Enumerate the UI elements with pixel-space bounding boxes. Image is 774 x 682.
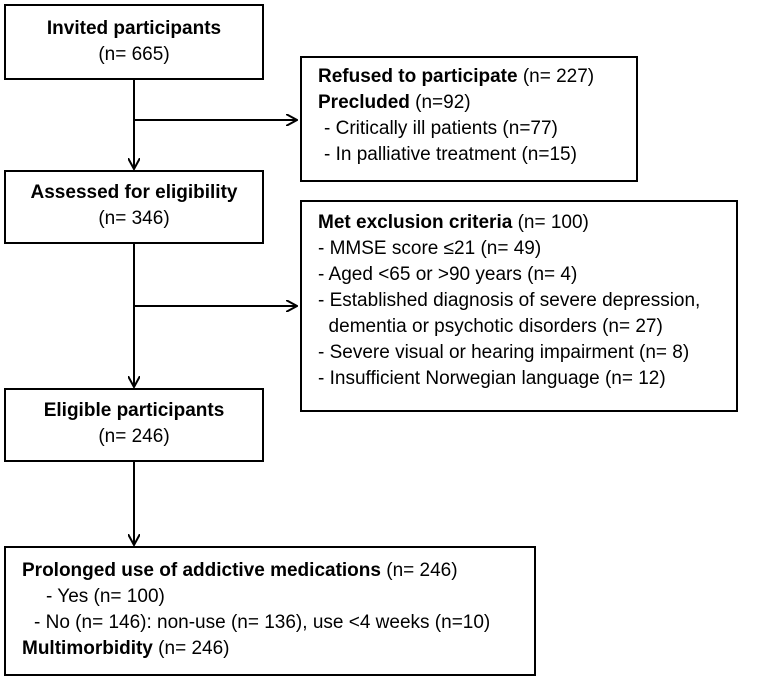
exclusion-item: - MMSE score ≤21 (n= 49) (318, 238, 542, 259)
exclusion-count: (n= 100) (512, 212, 589, 233)
refused-line: Refused to participate (n= 227) (318, 64, 636, 90)
exclusion-label: Met exclusion criteria (318, 212, 513, 233)
precluded-count: (n=92) (409, 92, 471, 113)
assessed-eligibility-box: Assessed for eligibility (n= 346) (4, 170, 264, 244)
eligible-participants-box: Eligible participants (n= 246) (4, 388, 264, 462)
prolonged-count: (n= 246) (380, 560, 458, 581)
prolonged-item: - No (n= 146): non-use (n= 136), use <4 … (34, 612, 491, 633)
invited-count: (n= 665) (98, 44, 170, 65)
refused-precluded-box: Refused to participate (n= 227) Preclude… (300, 56, 638, 182)
assessed-count: (n= 346) (98, 208, 170, 229)
multimorbidity-line: Multimorbidity (n= 246) (22, 636, 534, 662)
invited-title: Invited participants (46, 18, 222, 39)
eligible-count: (n= 246) (98, 426, 170, 447)
exclusion-criteria-box: Met exclusion criteria (n= 100) - MMSE s… (300, 200, 738, 412)
precluded-item: - Critically ill patients (n=77) (324, 118, 558, 139)
exclusion-item: - Established diagnosis of severe depres… (318, 290, 701, 311)
precluded-item: - In palliative treatment (n=15) (324, 144, 577, 165)
exclusion-item: - Aged <65 or >90 years (n= 4) (318, 264, 578, 285)
exclusion-line: Met exclusion criteria (n= 100) (318, 210, 736, 236)
eligible-title: Eligible participants (43, 400, 225, 421)
precluded-line: Precluded (n=92) (318, 90, 636, 116)
assessed-title: Assessed for eligibility (30, 182, 238, 203)
exclusion-item: dementia or psychotic disorders (n= 27) (318, 316, 663, 337)
refused-count: (n= 227) (517, 66, 595, 87)
prolonged-line: Prolonged use of addictive medications (… (22, 558, 534, 584)
exclusion-item: - Severe visual or hearing impairment (n… (318, 342, 690, 363)
prolonged-item: - Yes (n= 100) (46, 586, 165, 607)
multimorbidity-label: Multimorbidity (22, 638, 153, 659)
invited-participants-box: Invited participants (n= 665) (4, 4, 264, 80)
precluded-label: Precluded (318, 92, 410, 113)
prolonged-label: Prolonged use of addictive medications (22, 560, 381, 581)
outcomes-box: Prolonged use of addictive medications (… (4, 546, 536, 676)
exclusion-item: - Insufficient Norwegian language (n= 12… (318, 368, 666, 389)
multimorbidity-count: (n= 246) (152, 638, 230, 659)
refused-label: Refused to participate (318, 66, 518, 87)
